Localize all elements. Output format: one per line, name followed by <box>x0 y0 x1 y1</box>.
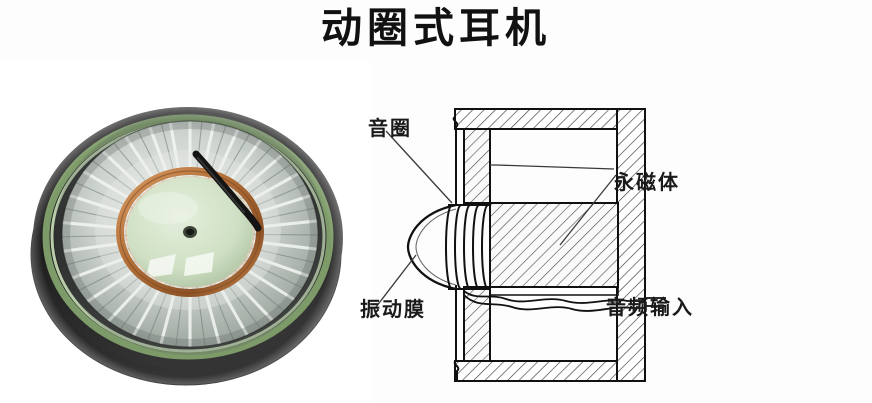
dynamic-driver-photo <box>0 62 372 403</box>
leader-magnet-upper <box>490 164 615 170</box>
diaphragm-dome <box>406 203 457 291</box>
cross-section-diagram: 音圈 永磁体 振动膜 音频输入 <box>340 95 872 395</box>
page-title: 动圈式耳机 <box>321 5 551 51</box>
leader-voice-coil <box>385 130 453 204</box>
label-permanent-magnet: 永磁体 <box>614 172 680 194</box>
label-diaphragm: 振动膜 <box>360 299 426 321</box>
frame-left-wall-break-top <box>452 116 459 205</box>
permanent-magnet-block <box>489 202 619 288</box>
leader-magnet-lower <box>559 174 617 246</box>
label-audio-input: 音频输入 <box>606 297 694 319</box>
lead-wire-channel <box>490 286 619 296</box>
frame-right-column <box>616 108 646 382</box>
leader-diaphragm <box>375 254 417 308</box>
frame-left-wall-break-bottom <box>453 285 460 381</box>
upper-pole-piece <box>463 128 491 204</box>
label-voice-coil: 音圈 <box>368 118 412 140</box>
diaphragm-dome-inner <box>415 208 457 286</box>
voice-coil-windings <box>445 204 489 290</box>
cross-section-illustration <box>375 108 666 382</box>
lead-wire-lower <box>463 294 645 312</box>
lead-wire-upper <box>463 290 645 304</box>
driver-photo-illustration <box>1 83 371 403</box>
